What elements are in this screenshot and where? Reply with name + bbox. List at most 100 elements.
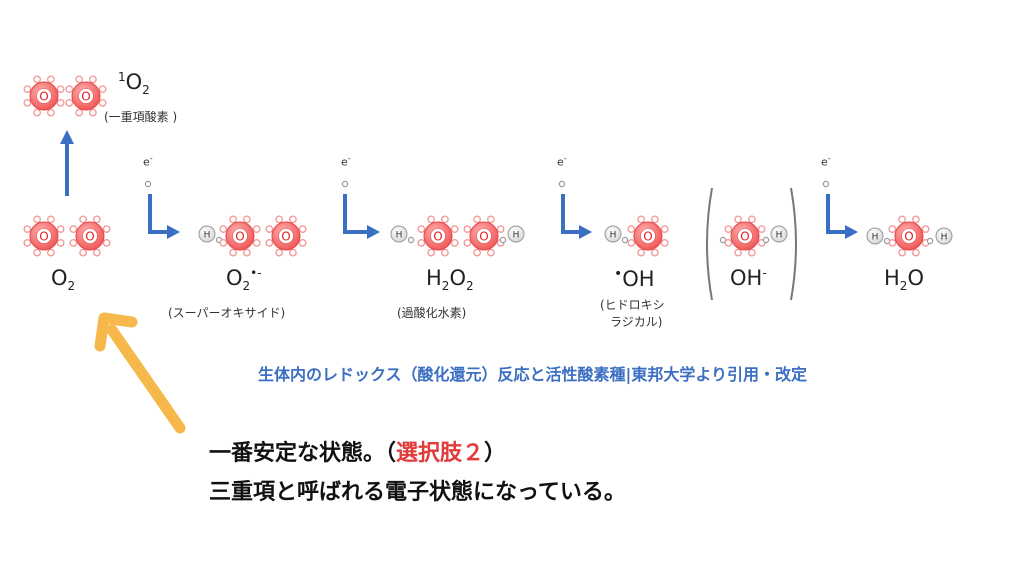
electron-dot: [757, 225, 766, 234]
electron-dot: [33, 108, 42, 117]
oxygen-center: [36, 228, 52, 244]
electron-dot: [88, 108, 97, 117]
electron-1: [144, 180, 152, 188]
electron-dot: [33, 75, 42, 84]
electron-dot: [229, 248, 238, 257]
pointer-arrow: [94, 312, 186, 434]
electron-dot: [473, 248, 482, 257]
pointer-head: [94, 312, 138, 352]
electron-dot: [46, 75, 55, 84]
oxygen-center: [278, 228, 294, 244]
oxygen-label: O: [39, 230, 48, 244]
electron-dot: [275, 248, 284, 257]
electron-dot: [298, 225, 307, 234]
oxygen-atom: O: [23, 215, 65, 257]
electron-dot: [724, 225, 733, 234]
oxygen-label: O: [81, 90, 90, 104]
electron-dot: [440, 215, 449, 224]
electron-dot: [79, 215, 88, 224]
note-line-1: 一番安定な状態。（選択肢２）: [209, 441, 507, 466]
left-bracket: [706, 187, 713, 301]
electron-dot: [65, 85, 74, 94]
electron-dot: [427, 215, 436, 224]
hydroxyl-radical-name-1: (ヒドロキシ: [600, 298, 665, 312]
hydrogen-atom: H: [604, 225, 622, 243]
oxygen-atom: O: [219, 215, 261, 257]
electron-dot: [911, 248, 920, 257]
oxygen-atom: O: [724, 215, 766, 257]
hydrogen-atom: H: [390, 225, 408, 243]
hydrogen-atom: H: [507, 225, 525, 243]
electron-label-4: e-: [821, 154, 831, 169]
electron-dot: [65, 98, 74, 107]
electron-dot: [56, 85, 65, 94]
electron-dot: [898, 248, 907, 257]
hydrogen-core: [198, 225, 216, 243]
hydrogen-core: [770, 225, 788, 243]
hydrogen-core: [507, 225, 525, 243]
oxygen-label: O: [39, 90, 48, 104]
electron-dot: [56, 98, 65, 107]
oxygen-atom: O: [627, 215, 669, 257]
electron-dot: [242, 248, 251, 257]
oxygen-label: O: [740, 230, 749, 244]
source-caption: 生体内のレドックス（酸化還元）反応と活性酸素種|東邦大学より引用・改定: [258, 365, 808, 384]
electron-dot: [440, 248, 449, 257]
oxygen-label: O: [904, 230, 913, 244]
electron-dot: [660, 238, 669, 247]
electron-4: [822, 180, 830, 188]
oxygen-label: O: [281, 230, 290, 244]
oxygen-center: [640, 228, 656, 244]
arrow-head: [60, 130, 74, 144]
electron-dot: [46, 248, 55, 257]
electron-label-2: e-: [341, 154, 351, 169]
electron-dot: [275, 215, 284, 224]
electron-dot: [219, 225, 228, 234]
hydrogen-label: H: [776, 231, 783, 241]
electron-dot: [288, 248, 297, 257]
electron-label-1: e-: [143, 154, 153, 169]
reaction-arrow-2: [343, 194, 380, 239]
oxygen-atom: O: [69, 215, 111, 257]
electron-dot: [888, 238, 897, 247]
arrow-shaft: [343, 194, 370, 234]
electron-dot: [888, 225, 897, 234]
superoxide-formula: O2•-: [226, 266, 262, 294]
electron-dot: [762, 236, 770, 244]
right-bracket: [790, 187, 797, 301]
electron-dot: [33, 248, 42, 257]
electron-dot: [719, 236, 727, 244]
oxygen-center: [36, 88, 52, 104]
electron-dot: [650, 248, 659, 257]
oxygen-center: [737, 228, 753, 244]
electron-dot: [23, 98, 32, 107]
electron-dot: [229, 215, 238, 224]
oxygen-label: O: [85, 230, 94, 244]
hydrogen-label: H: [610, 231, 617, 241]
electron-dot: [92, 248, 101, 257]
hydroxyl-radical-name-2: ラジカル): [610, 315, 663, 329]
electron-dot: [417, 238, 426, 247]
electron-dot: [242, 215, 251, 224]
electron-dot: [56, 238, 65, 247]
electron-dot: [56, 225, 65, 234]
oxygen-label: O: [235, 230, 244, 244]
electron-dot: [450, 225, 459, 234]
hydrogen-peroxide-formula: H2O2: [426, 266, 474, 294]
electron-dot: [450, 238, 459, 247]
electron-dot: [926, 237, 934, 245]
electron-dot: [98, 98, 107, 107]
hydrogen-label: H: [941, 233, 948, 243]
electron-dot: [660, 225, 669, 234]
electron-dot: [69, 238, 78, 247]
electron-dot: [75, 108, 84, 117]
highlight-choice: 選択肢２: [396, 441, 485, 466]
electron-dot: [298, 238, 307, 247]
electron-dot: [734, 248, 743, 257]
electron-dot: [46, 108, 55, 117]
oxygen-label: O: [643, 230, 652, 244]
electron-dot: [627, 238, 636, 247]
reaction-arrow-4: [826, 194, 858, 239]
